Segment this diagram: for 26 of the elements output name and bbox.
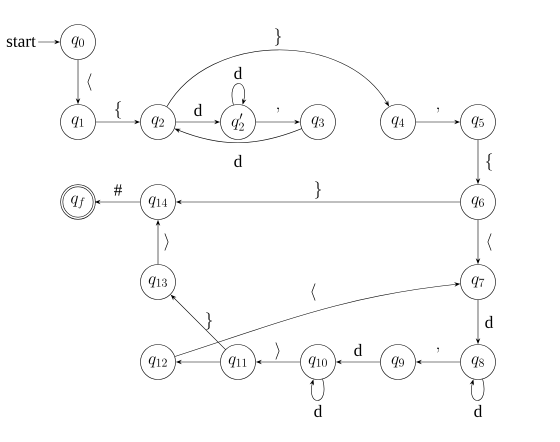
edge-label: $\{$: [486, 153, 492, 171]
loop-arrow: [310, 378, 324, 401]
edge-label: $\rangle$: [276, 342, 280, 360]
edge-label: $\}$: [274, 28, 282, 46]
edge-label: $\mathrm{d}$: [234, 154, 242, 168]
edge-label: $\mathrm{d}$: [485, 316, 494, 328]
edge-label: $\mathrm{d}$: [474, 404, 482, 418]
start-label: start: [6, 37, 36, 47]
edge-label: $\mathrm{d}$: [314, 404, 322, 418]
edge-label: $\}$: [206, 312, 212, 330]
edge-label: $,$: [437, 107, 440, 112]
edge-label: $\langle$: [88, 73, 92, 91]
arrow: [170, 294, 226, 350]
edge-label: $,$: [437, 347, 440, 352]
loop-arrow: [232, 83, 246, 106]
edge-label: $\rangle$: [164, 233, 168, 251]
edge-label: $\}$: [314, 181, 322, 199]
loop-arrow: [470, 378, 484, 401]
edge-label: $\#$: [114, 184, 122, 196]
edge-label: $\{$: [114, 101, 122, 119]
edge-label: $,$: [277, 107, 280, 112]
edge-label: $\langle$: [488, 233, 492, 251]
edge-label: $\langle$: [312, 283, 316, 301]
edge-label: $\mathrm{d}$: [354, 344, 362, 356]
edge-label: $\mathrm{d}$: [234, 66, 242, 80]
edge-label: $\mathrm{d}$: [194, 104, 202, 116]
